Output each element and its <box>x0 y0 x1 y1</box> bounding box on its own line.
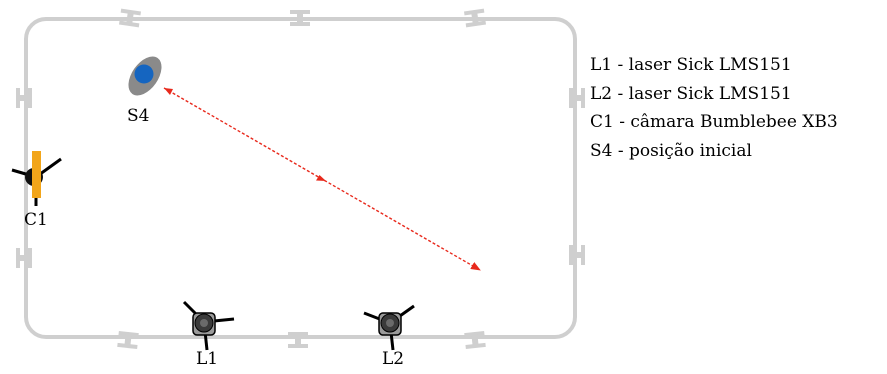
wall-marker-bottom-2 <box>288 332 308 348</box>
wall-marker-right-2 <box>569 245 585 265</box>
wall-marker-right-1 <box>569 88 585 108</box>
wall-marker-top-3 <box>463 8 487 28</box>
wall-marker-left-1 <box>16 88 32 108</box>
laser-l2-icon <box>363 304 415 351</box>
label-c1: C1 <box>24 210 48 230</box>
legend: L1 - laser Sick LMS151 L2 - laser Sick L… <box>590 51 838 165</box>
wall-markers <box>16 8 585 350</box>
camera-c1-icon <box>11 151 62 206</box>
legend-item-s4: S4 - posição inicial <box>590 140 752 161</box>
wall-marker-bottom-1 <box>117 330 139 350</box>
laser-l1-icon <box>182 300 235 351</box>
trajectory-mid-arrow <box>316 175 326 181</box>
legend-item-l2: L2 - laser Sick LMS151 <box>590 83 792 104</box>
arena-boundary <box>24 17 577 339</box>
start-position-s4-icon <box>128 56 162 96</box>
wall-marker-left-2 <box>16 248 32 268</box>
legend-item-l1: L1 - laser Sick LMS151 <box>590 55 792 75</box>
trajectory-start-arrow <box>164 88 173 95</box>
label-l2: L2 <box>382 349 405 369</box>
wall-marker-bottom-3 <box>464 330 486 350</box>
label-s4: S4 <box>127 106 150 126</box>
wall-marker-top-1 <box>118 8 142 28</box>
wall-marker-top-2 <box>290 10 310 26</box>
label-l1: L1 <box>196 349 219 369</box>
legend-item-c1: C1 - câmara Bumblebee XB3 <box>590 112 838 132</box>
